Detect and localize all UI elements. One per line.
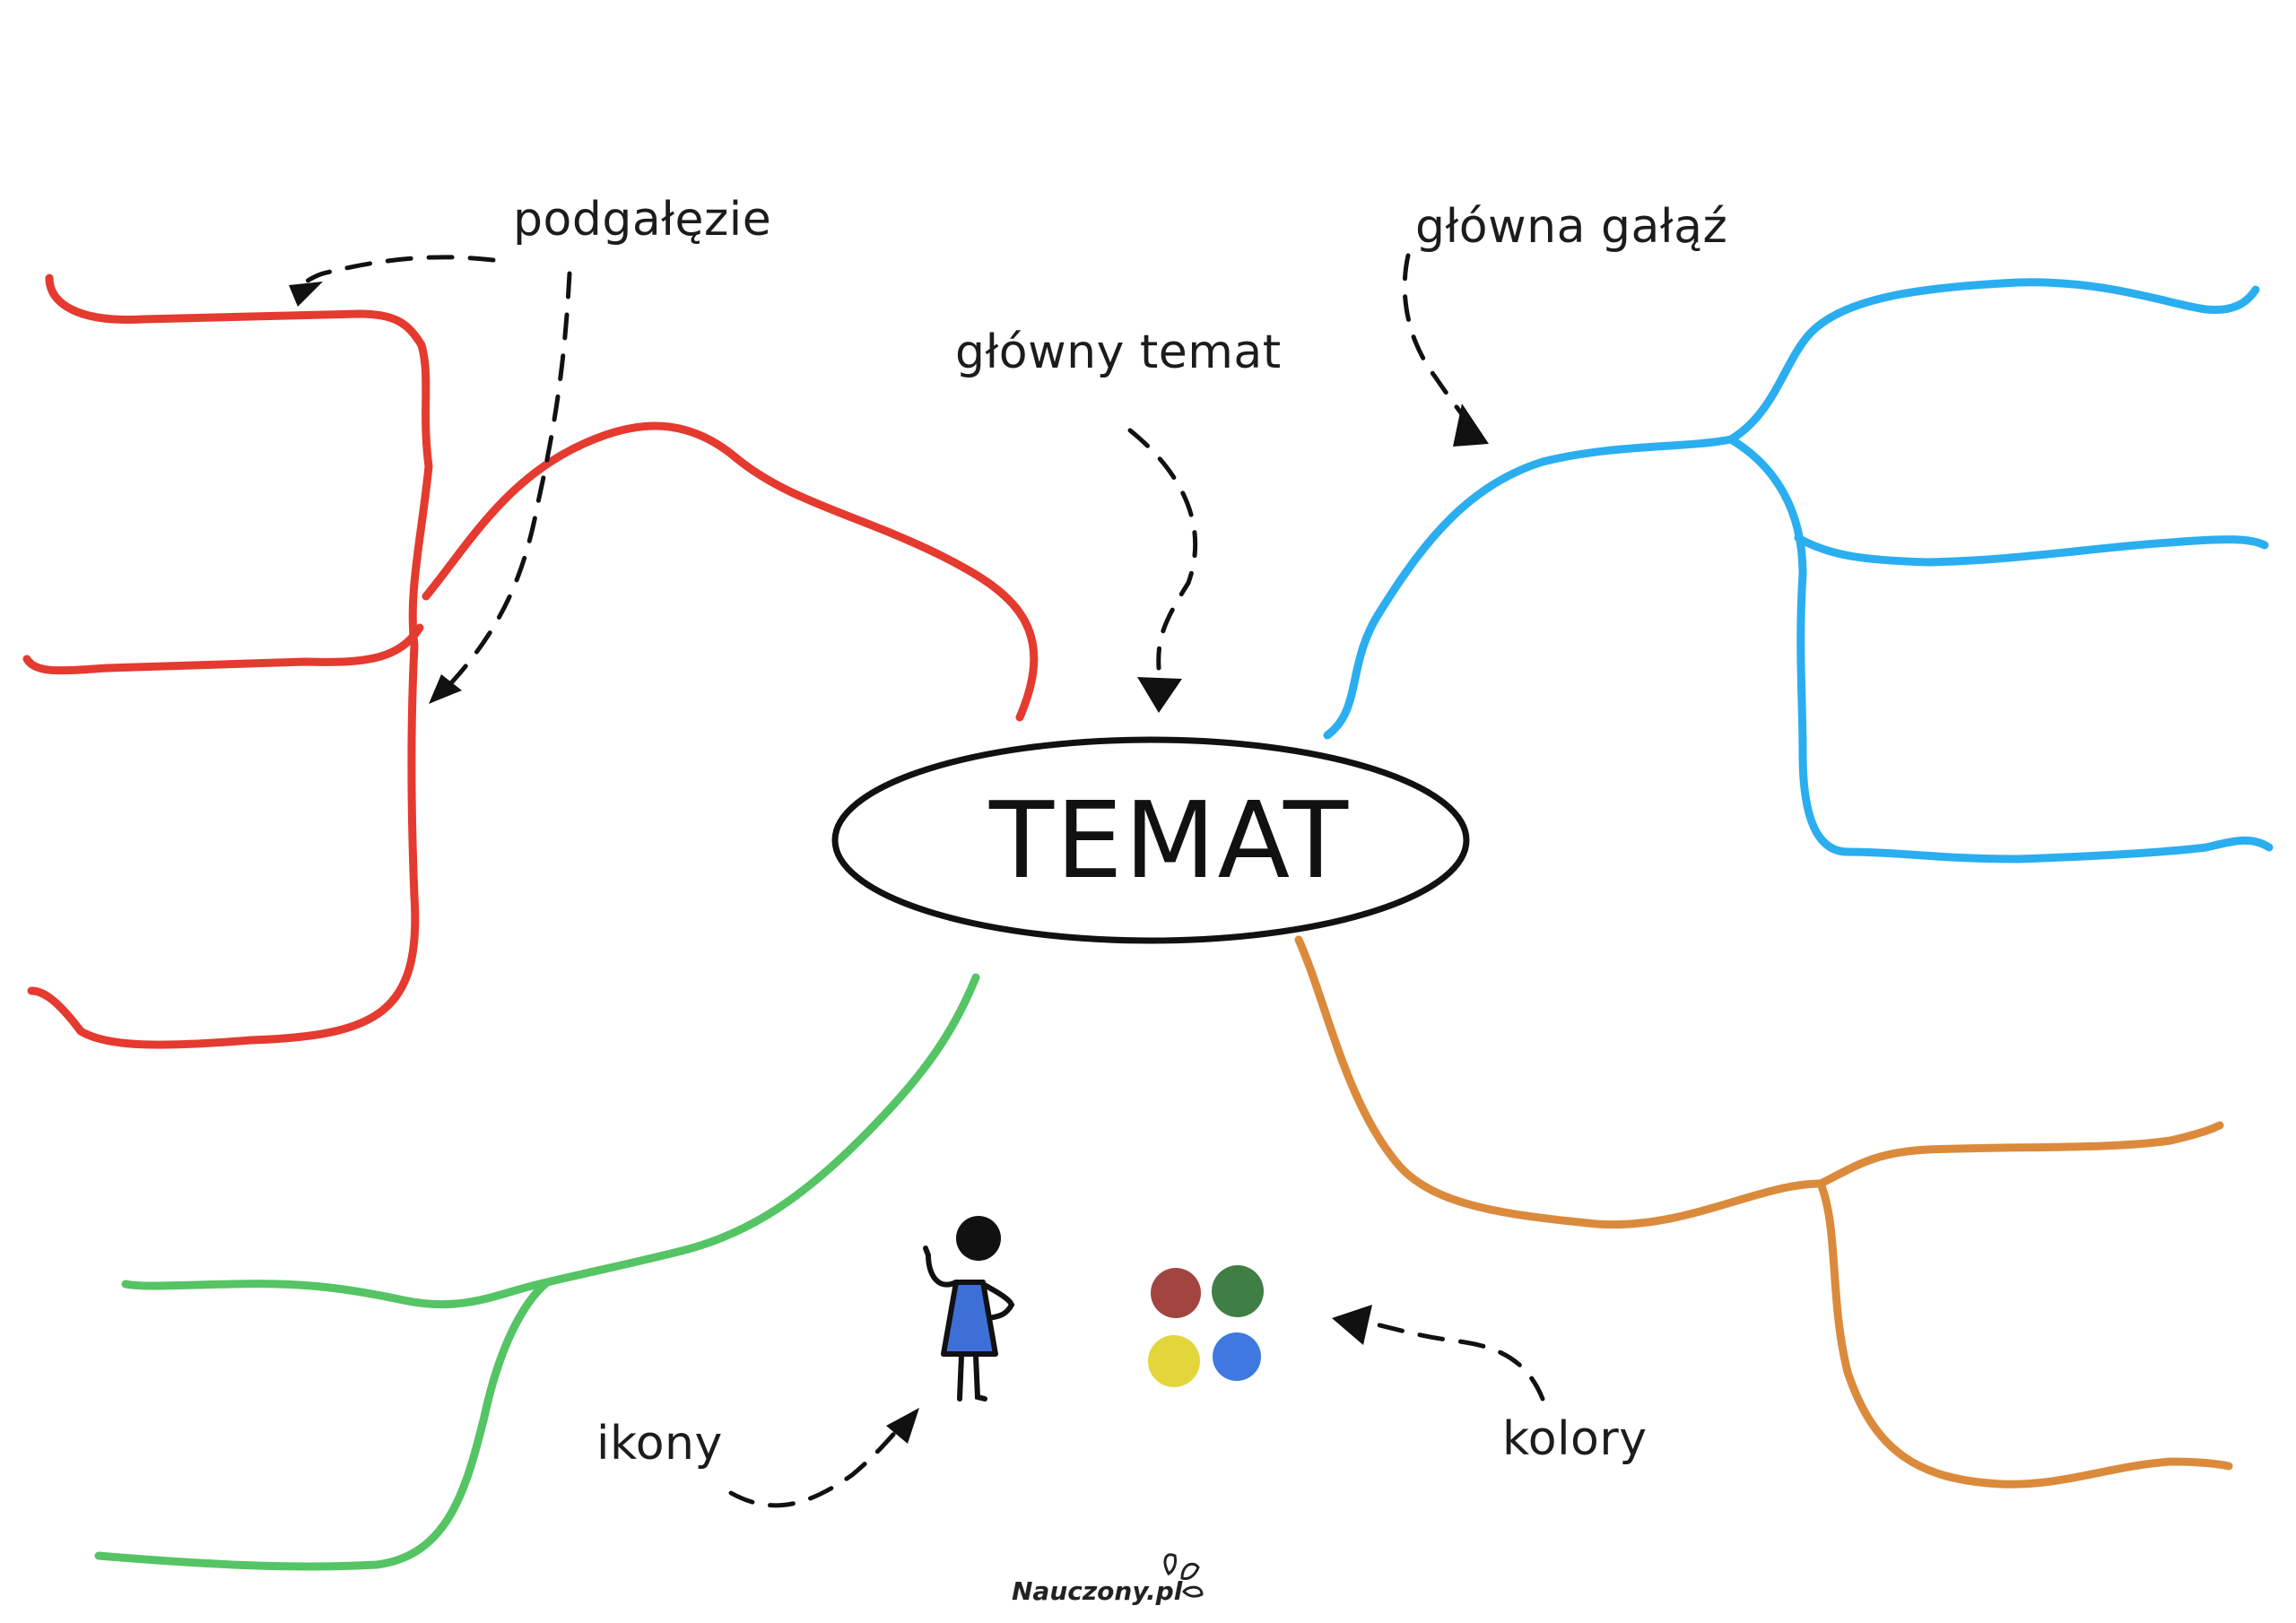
- red-subbranch-middle: [22, 623, 424, 675]
- arrow-main-branch: [1402, 253, 1489, 447]
- blue-subbranch-top: [1726, 278, 2260, 444]
- red-branch-group: [22, 273, 1039, 1049]
- arrow-icons: [728, 1408, 919, 1508]
- color-dot-yellow: [1148, 1335, 1200, 1387]
- color-dot-green: [1212, 1265, 1264, 1317]
- green-main-branch: [543, 973, 980, 1287]
- color-dot-blue: [1213, 1332, 1261, 1381]
- blue-branch-group: [1323, 278, 2274, 864]
- blue-subbranch-middle: [1794, 534, 2269, 567]
- arrow-subbranches-top: [289, 255, 496, 307]
- green-branch-group: [94, 973, 980, 1571]
- color-dots: [1148, 1265, 1264, 1387]
- orange-subbranch-bottom: [1816, 1179, 2233, 1488]
- label-colors: kolory: [1502, 1412, 1648, 1466]
- orange-subbranch-top: [1816, 1121, 2224, 1188]
- topic-ellipse: [831, 736, 1470, 944]
- color-dot-red: [1151, 1268, 1201, 1318]
- orange-main-branch: [1294, 935, 1825, 1229]
- logo-text: Nauczony.pl: [1012, 1576, 1183, 1606]
- green-subbranch-top: [121, 1278, 552, 1309]
- label-subbranches: podgałęzie: [513, 193, 772, 247]
- label-main-branch: główna gałąź: [1415, 200, 1728, 254]
- person-icon: [923, 1216, 1015, 1402]
- red-main-branch: [422, 421, 1039, 722]
- label-icons: ikony: [596, 1417, 723, 1471]
- dress-shape: [941, 1280, 998, 1357]
- logo-leaf-icon: [1163, 1553, 1204, 1598]
- blue-main-branch: [1323, 435, 1735, 740]
- orange-branch-group: [1294, 935, 2233, 1488]
- blue-subbranch-spine: [1726, 435, 2274, 864]
- topic-title: TEMAT: [989, 778, 1351, 902]
- arrow-subbranches-down: [429, 271, 572, 704]
- red-subbranch-spine: [27, 273, 433, 1049]
- arrow-main-topic: [1127, 428, 1198, 713]
- green-subbranch-bottom: [94, 1278, 552, 1571]
- label-main-topic: główny temat: [955, 325, 1282, 379]
- arrow-colors: [1332, 1305, 1545, 1402]
